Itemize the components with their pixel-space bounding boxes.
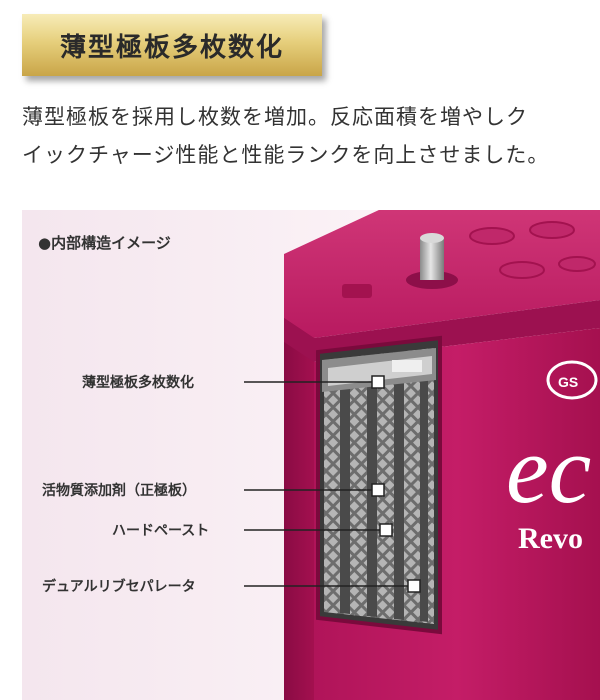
intro-line-2: イックチャージ性能と性能ランクを向上させました。 (22, 143, 550, 167)
label-hard-paste: ハードペースト (112, 523, 210, 539)
intro-line-1: 薄型極板を採用し枚数を増加。反応面積を増やしク (22, 105, 528, 129)
lid-vent-caps (469, 221, 596, 279)
figure-caption: ●内部構造イメージ (38, 234, 171, 252)
label-active-material-additive: 活物質添加剤（正極板） (42, 483, 196, 499)
intro-paragraph: 薄型極板を採用し枚数を増加。反応面積を増やしク イックチャージ性能と性能ランクを… (22, 98, 592, 174)
battery-illustration: GS ec Revo (244, 210, 600, 700)
leader-markers (371, 375, 421, 593)
brand-mark-text: GS (558, 374, 578, 390)
brand-word-text: Revo (518, 522, 583, 555)
label-thin-plates: 薄型極板多枚数化 (82, 375, 194, 391)
terminal-post-icon (406, 233, 458, 289)
brand-logo: GS ec Revo (506, 360, 598, 555)
battery-side-face (284, 254, 314, 700)
leader-lines (244, 381, 412, 587)
internal-structure-figure: GS ec Revo ●内部構造イメージ 薄型極板多枚数化 活物質添加剤（正極板… (22, 210, 600, 700)
section-title-plate: 薄型極板多枚数化 (22, 14, 322, 76)
label-dual-rib-separator: デュアルリブセパレータ (42, 579, 196, 595)
lid-handle (342, 284, 372, 298)
brand-logo-text: ec (506, 416, 591, 523)
section-title: 薄型極板多枚数化 (59, 32, 284, 63)
